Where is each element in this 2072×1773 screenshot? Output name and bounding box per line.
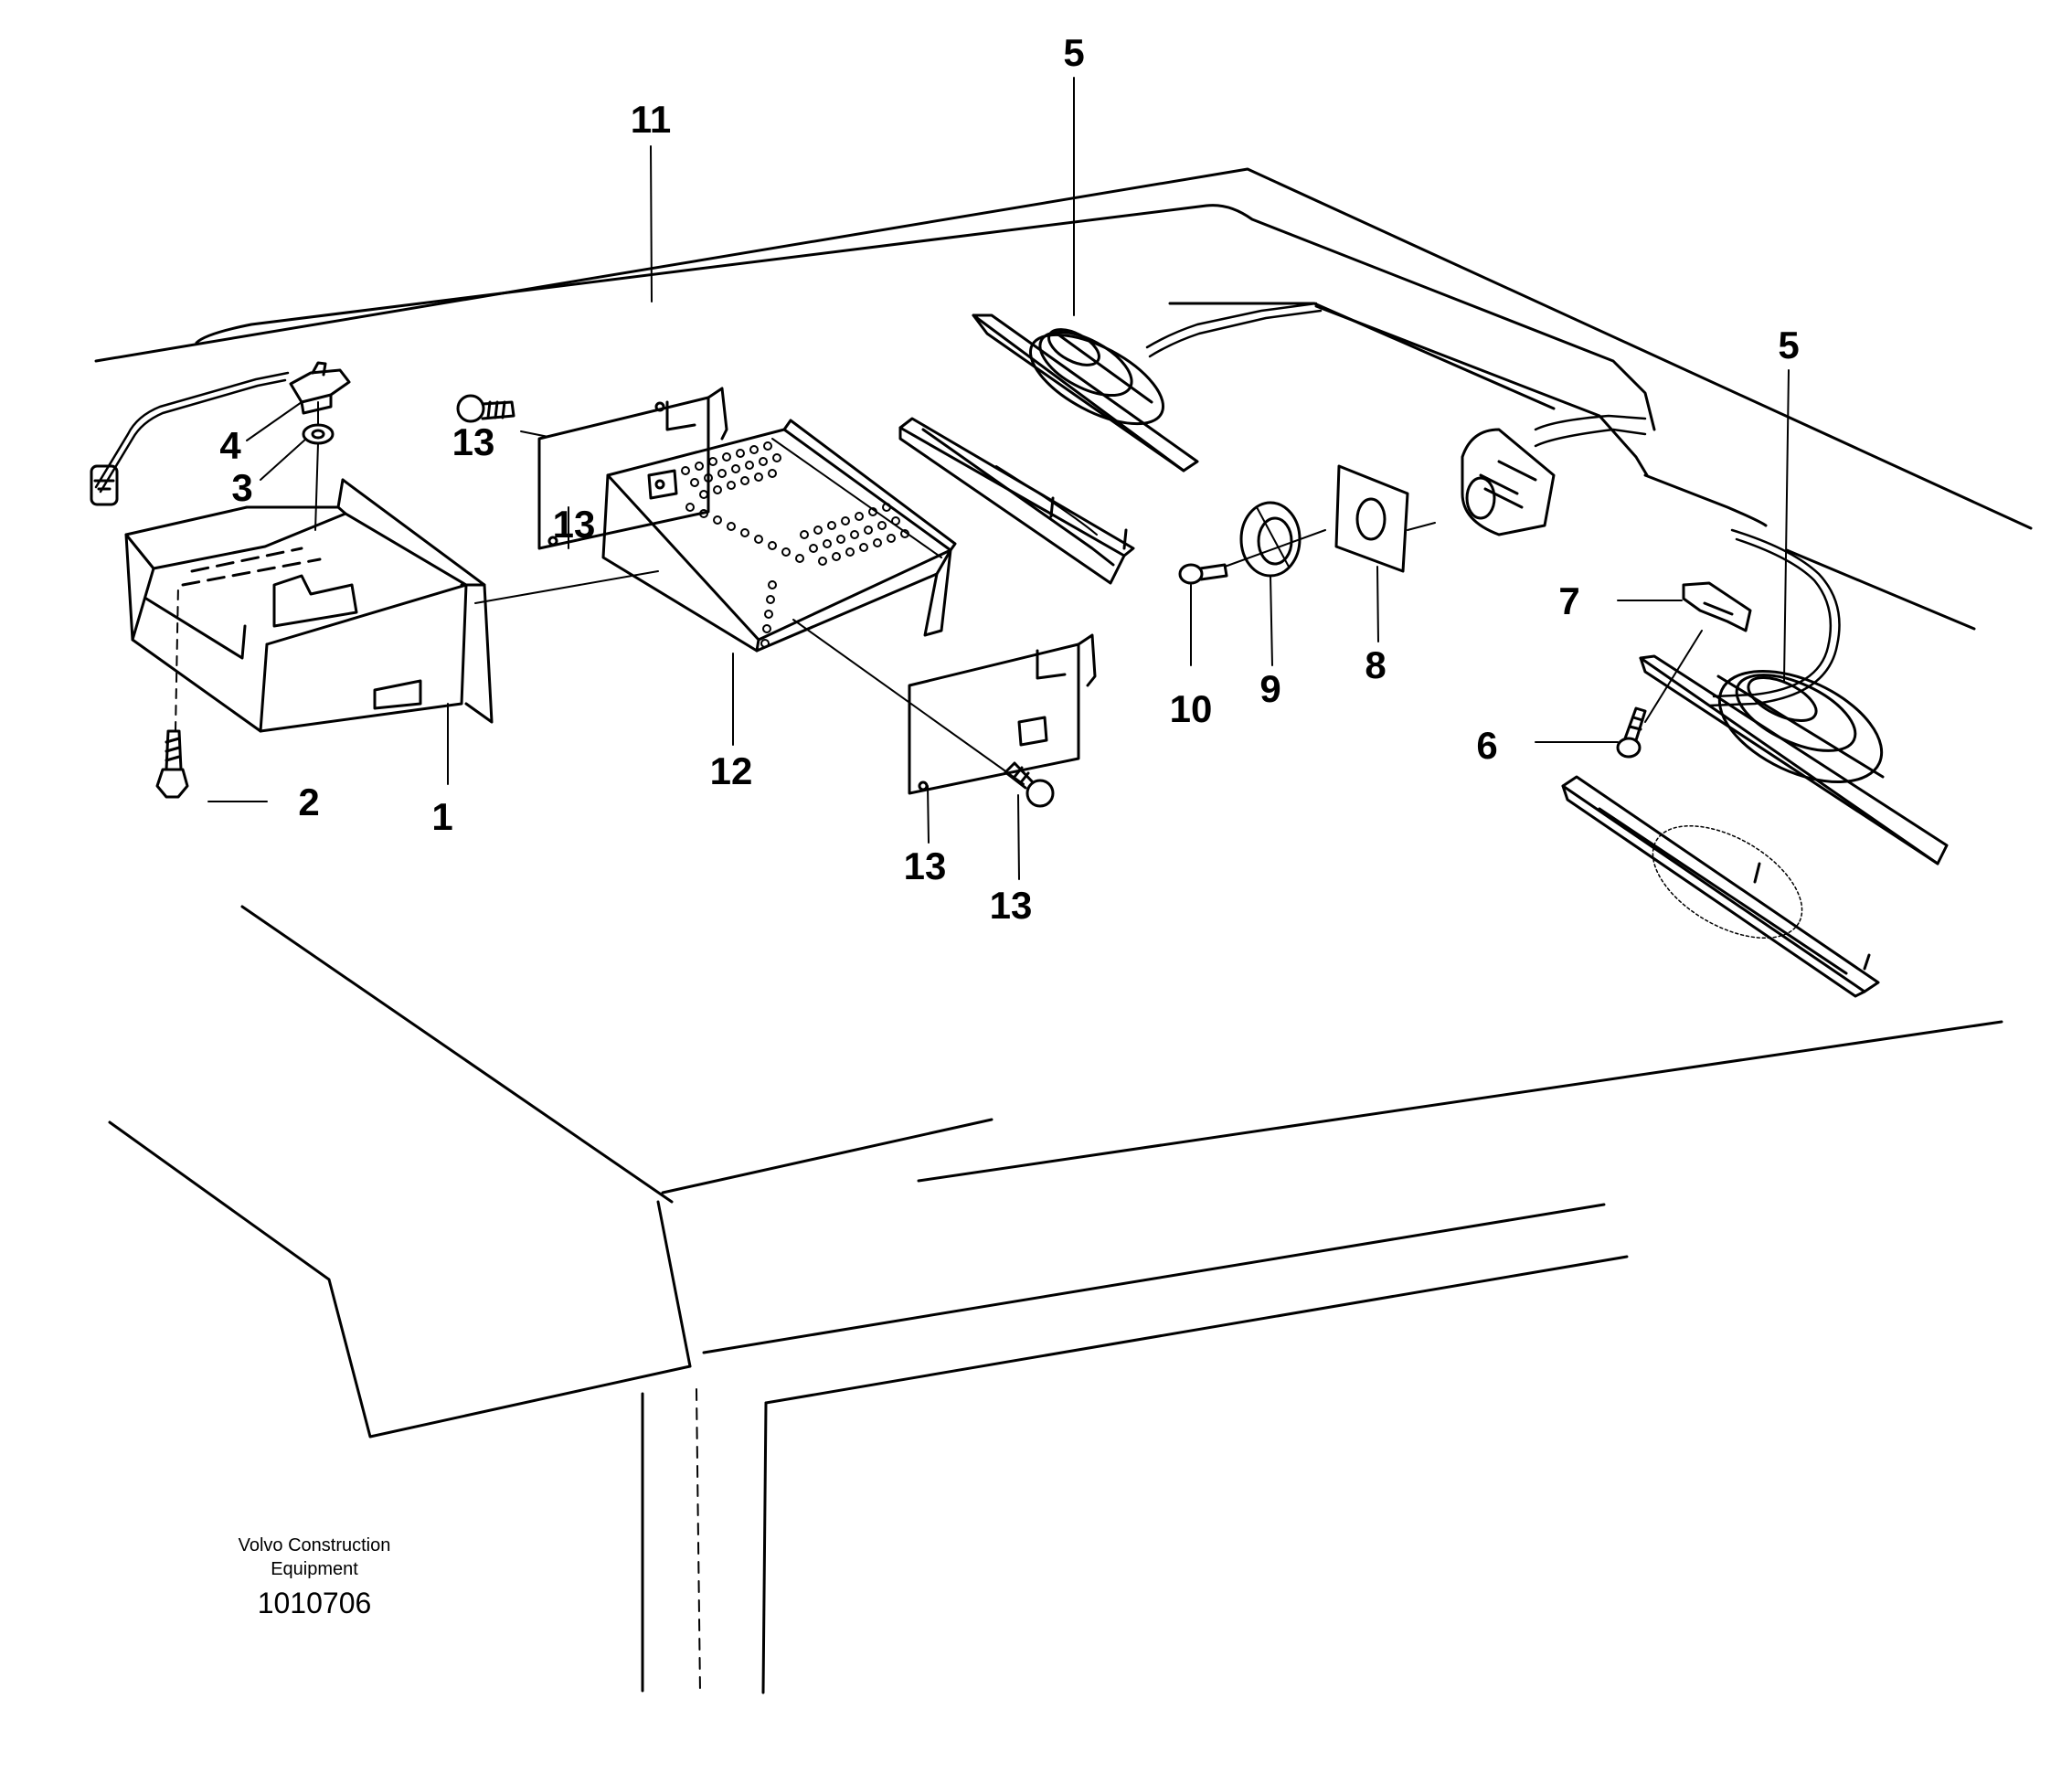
screw-part-2 (155, 584, 189, 799)
callout-7: 7 (1558, 579, 1579, 622)
callout-11: 11 (631, 98, 671, 141)
side-bracket-lower (908, 633, 1097, 795)
callout-5-upper: 5 (1063, 31, 1084, 74)
callout-4: 4 (219, 424, 241, 467)
speaker-lower (1639, 654, 1949, 865)
connector-block (1461, 428, 1556, 536)
speaker-grille-lower (1561, 775, 1880, 998)
callout-6: 6 (1476, 724, 1497, 767)
footer-brand: Volvo Construction Equipment 1010706 (239, 1535, 391, 1619)
callout-10: 10 (1170, 687, 1213, 730)
harness-connector (90, 464, 119, 506)
callout-8: 8 (1365, 643, 1386, 686)
callout-13-lower-screw: 13 (990, 884, 1033, 927)
callout-5-lower: 5 (1778, 324, 1799, 366)
plate-part-8 (1334, 464, 1409, 573)
callout-13-lower-bracket: 13 (904, 844, 947, 887)
clip-part-4 (289, 361, 351, 415)
radio-unit-part-12 (601, 419, 957, 653)
drawing-number: 1010706 (258, 1587, 372, 1619)
speaker-grille-upper (898, 417, 1135, 585)
side-bracket-upper (537, 387, 728, 550)
screw-part-13-lower (1004, 761, 1055, 808)
screw-part-13-upper (456, 394, 515, 423)
leader-lines (207, 77, 1790, 880)
speaker-upper (972, 313, 1199, 472)
brand-line-1: Volvo Construction (239, 1535, 391, 1555)
callout-9: 9 (1259, 667, 1280, 710)
screw-part-10 (1178, 563, 1228, 585)
callout-13-upper-left: 13 (452, 420, 495, 463)
grommet-part-9 (1239, 501, 1302, 578)
brand-line-2: Equipment (271, 1559, 358, 1579)
callout-labels: 11 5 5 4 3 13 13 2 1 12 13 13 10 9 8 7 6 (219, 31, 1799, 927)
screw-part-6 (1616, 706, 1647, 759)
cab-roof-outline (94, 167, 2033, 1694)
callout-3: 3 (231, 466, 252, 509)
callout-1: 1 (431, 795, 452, 838)
radio-vent-holes (681, 441, 909, 648)
callout-12: 12 (710, 749, 753, 792)
wire-harness (94, 302, 1841, 707)
callout-13-upper-bracket: 13 (553, 503, 596, 546)
clip-part-7 (1682, 581, 1752, 632)
mounting-bracket-part-1 (124, 478, 494, 733)
nut-part-3 (302, 423, 335, 445)
callout-2: 2 (298, 780, 319, 823)
